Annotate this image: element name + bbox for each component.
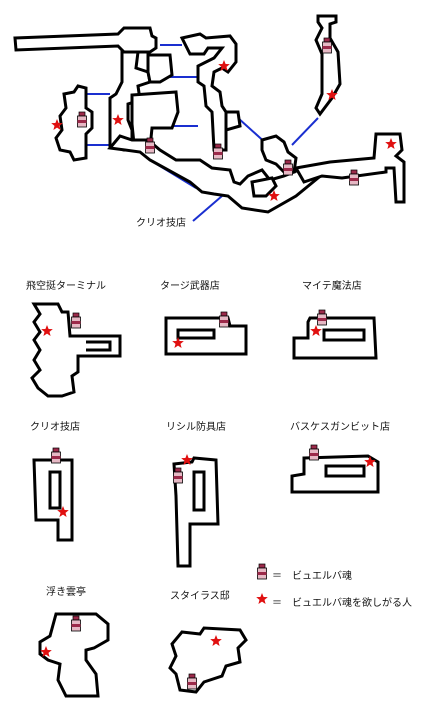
callout-label-tech: クリオ技店 — [136, 218, 186, 229]
tech-room — [32, 458, 74, 542]
shop-label-terminal: 飛空挺ターミナル — [26, 281, 106, 292]
bottle-icon — [309, 444, 319, 461]
shop-map-tech — [32, 447, 74, 542]
pool-room — [250, 176, 278, 198]
shop-map-armor — [172, 454, 220, 568]
bottle-icon — [317, 309, 327, 326]
bottle-icon — [322, 37, 332, 54]
shop-label-armor: リシル防具店 — [166, 422, 226, 433]
bottle-icon — [71, 615, 81, 632]
cave-west — [54, 84, 94, 162]
magic-room — [292, 316, 378, 360]
bottle-icon — [257, 563, 267, 580]
shop-label-tech: クリオ技店 — [30, 422, 80, 433]
bottle-icon — [187, 673, 197, 690]
bottle-icon — [145, 137, 155, 154]
star-icon — [256, 593, 268, 604]
east-alcove — [224, 110, 242, 132]
bottle-icon — [77, 111, 87, 128]
branch-east — [293, 132, 406, 204]
bottle-icon — [219, 311, 229, 328]
room-north — [146, 53, 174, 84]
shop-map-magic — [292, 309, 378, 360]
shop-label-inn: 浮き雲亭 — [46, 587, 86, 598]
mansion-room — [168, 626, 248, 694]
shop-map-weapon — [164, 311, 248, 356]
shop-map-gambit — [290, 444, 380, 494]
shop-label-gambit: バスケスガンビット店 — [290, 422, 390, 433]
bottle-icon — [349, 169, 359, 186]
central-block — [108, 50, 152, 152]
overview-map — [13, 14, 406, 222]
shop-map-inn — [38, 612, 110, 698]
terminal-room — [30, 302, 122, 398]
bottle-icon — [173, 467, 183, 484]
north-east-rooms — [179, 32, 238, 152]
shop-label-weapon: タージ武器店 — [160, 281, 220, 292]
armor-room — [172, 456, 220, 568]
shop-map-terminal — [30, 302, 122, 398]
legend-item-text: ＝ ビュエルバ魂 — [272, 571, 352, 582]
shop-label-mansion: スタイラス邸 — [170, 591, 230, 602]
shop-label-magic: マイテ魔法店 — [302, 281, 362, 292]
tower-north — [314, 14, 342, 117]
legend — [256, 563, 268, 604]
shop-map-mansion — [168, 626, 248, 694]
inn-room — [38, 612, 110, 698]
bottle-icon — [283, 159, 293, 176]
legend-star-text: ＝ ビュエルバ魂を欲しがる人 — [272, 598, 412, 609]
bottle-icon — [51, 447, 61, 464]
bottle-icon — [213, 143, 223, 160]
corridor-west — [13, 26, 158, 54]
bottle-icon — [71, 312, 81, 329]
